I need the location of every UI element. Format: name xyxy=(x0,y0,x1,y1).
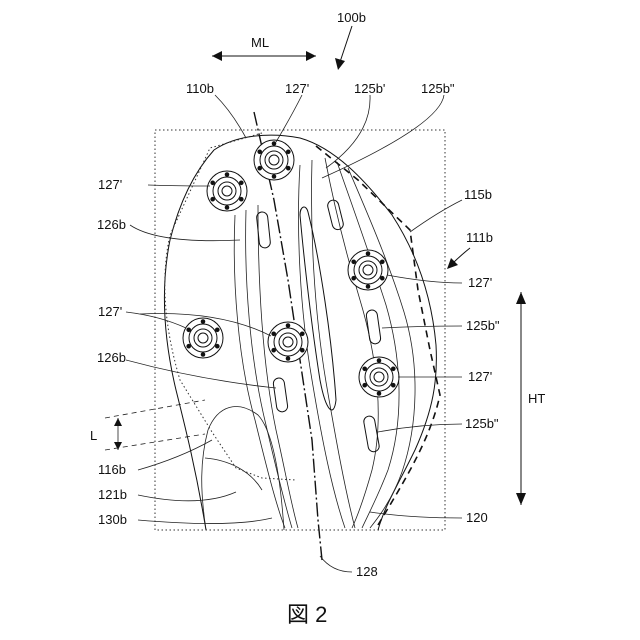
channel-lines xyxy=(234,158,415,528)
label-125b-dprime-mid: 125b" xyxy=(466,318,500,333)
label-125b-dprime-bottom: 125b" xyxy=(465,416,499,431)
label-111b: 111b xyxy=(466,230,493,245)
label-127-top: 127' xyxy=(285,81,309,96)
stud-127-right-upper xyxy=(348,250,388,290)
label-126b-top: 126b xyxy=(97,217,126,232)
label-127-right-lower: 127' xyxy=(468,369,492,384)
label-126b-bottom: 126b xyxy=(97,350,126,365)
inner-contour-toe xyxy=(205,458,262,490)
ml-arrow xyxy=(212,51,316,61)
label-110b: 110b xyxy=(186,81,214,96)
label-ml: ML xyxy=(251,35,269,50)
stud-127-top xyxy=(254,140,294,180)
label-120: 120 xyxy=(466,510,488,525)
stud-127-mid-center xyxy=(268,322,308,362)
ht-arrow xyxy=(516,292,526,505)
label-115b: 115b xyxy=(464,187,492,202)
stud-127-upper-left xyxy=(207,171,247,211)
label-116b: 116b xyxy=(98,462,126,477)
label-121b: 121b xyxy=(98,487,127,502)
label-125b-prime: 125b' xyxy=(354,81,385,96)
label-128: 128 xyxy=(356,564,378,579)
label-l: L xyxy=(90,428,97,443)
figure-caption: 図 2 xyxy=(287,602,327,627)
label-125b-dprime-top: 125b" xyxy=(421,81,455,96)
stud-127-mid-left xyxy=(183,318,223,358)
label-127-right-upper: 127' xyxy=(468,275,492,290)
ref-100b-arrow xyxy=(335,26,352,70)
ref-111b-arrow xyxy=(447,248,470,269)
label-100b: 100b xyxy=(337,10,366,25)
label-ht: HT xyxy=(528,391,545,406)
label-127-mid: 127' xyxy=(98,304,122,319)
label-127-left: 127' xyxy=(98,177,122,192)
central-strip xyxy=(300,207,336,410)
inner-contour-left xyxy=(202,407,284,530)
stud-127-right-lower xyxy=(359,357,399,397)
label-130b: 130b xyxy=(98,512,127,527)
slots xyxy=(256,199,381,453)
